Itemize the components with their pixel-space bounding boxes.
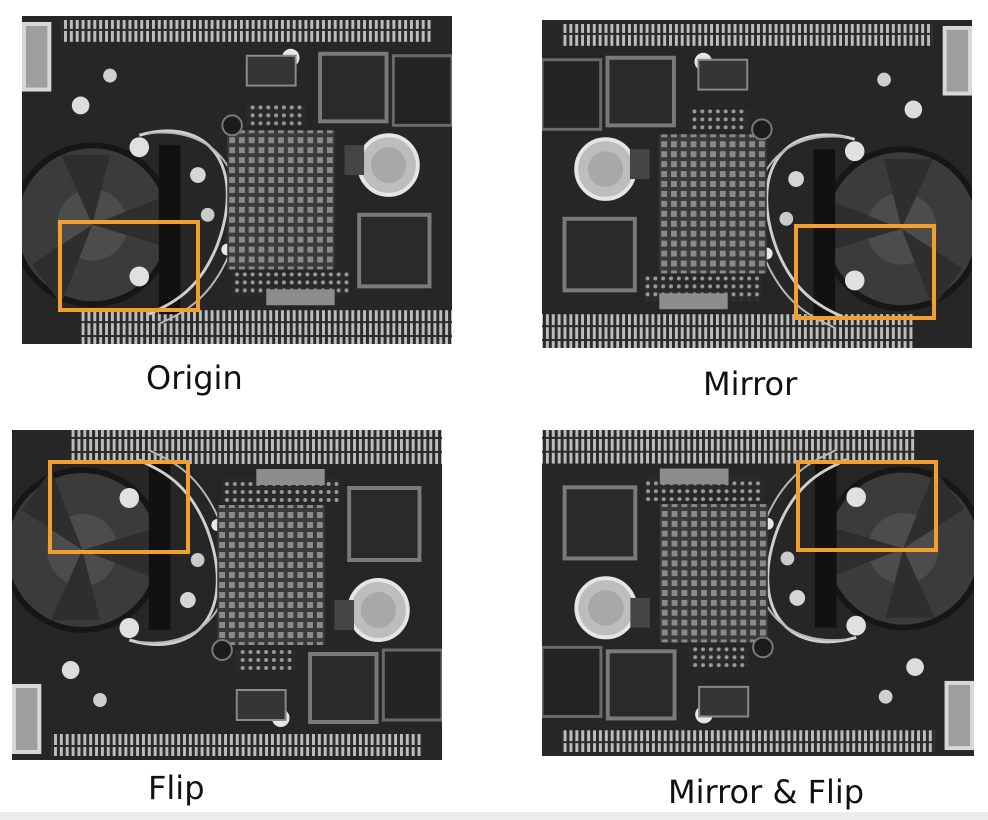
flip-image — [12, 430, 442, 760]
mirror-image — [542, 20, 972, 348]
caption-flip: Flip — [148, 769, 205, 807]
bottom-strip — [0, 812, 988, 820]
caption-origin: Origin — [146, 359, 243, 397]
highlight-box-mirror-flip — [796, 460, 938, 552]
highlight-box-origin — [58, 220, 200, 312]
caption-mirror: Mirror — [703, 365, 798, 403]
origin-image — [22, 16, 452, 344]
mirror-flip-image — [542, 430, 974, 756]
highlight-box-flip — [48, 460, 190, 554]
caption-mirror-flip: Mirror & Flip — [668, 773, 865, 811]
highlight-box-mirror — [794, 224, 936, 320]
